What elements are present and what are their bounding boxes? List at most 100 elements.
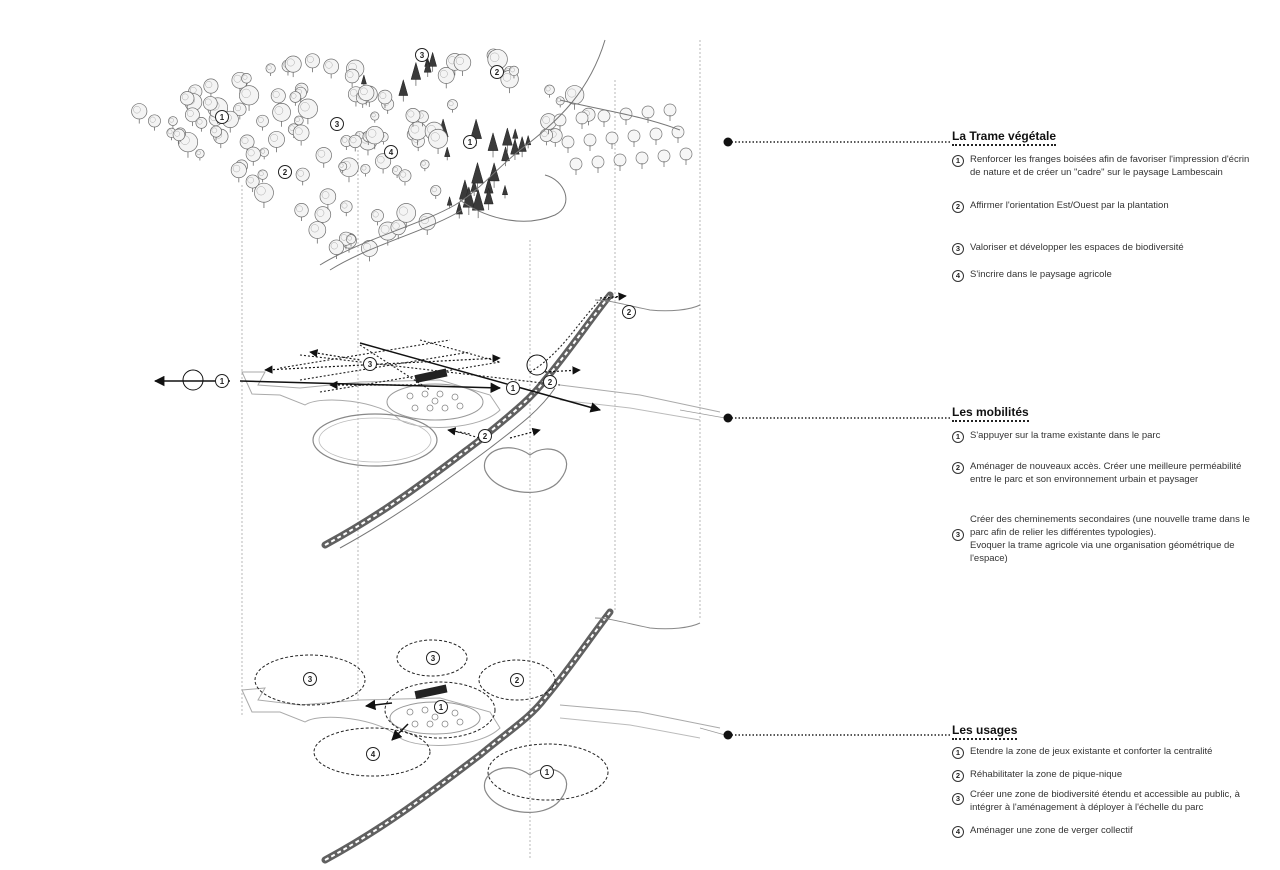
item-number: 3 (952, 243, 964, 255)
marker-mobilities: 1 (215, 374, 229, 388)
marker-vegetation: 2 (490, 65, 504, 79)
item-text: Aménager une zone de verger collectif (970, 825, 1133, 836)
legend-item: 3 Valoriser et développer les espaces de… (952, 241, 1257, 255)
picnic-table (411, 720, 419, 728)
marker-mobilities: 2 (622, 305, 636, 319)
svg-text:1: 1 (439, 703, 444, 712)
diagram-markers: 1 1 2 2 3 3 4 1 1 2 2 2 3 1 1 2 3 3 4 (215, 48, 636, 779)
layer-usages (241, 608, 721, 864)
legend-item: 4 Aménager une zone de verger collectif (952, 824, 1257, 838)
item-text: Valoriser et développer les espaces de b… (970, 242, 1184, 253)
marker-mobilities: 3 (363, 357, 377, 371)
item-text: Renforcer les franges boisées afin de fa… (970, 154, 1250, 178)
picnic-table (421, 706, 429, 714)
svg-text:2: 2 (495, 68, 500, 77)
picnic-table (451, 393, 459, 401)
alignment-lines (241, 40, 701, 860)
svg-text:2: 2 (515, 676, 520, 685)
marker-usages: 3 (303, 672, 317, 686)
marker-usages: 2 (510, 673, 524, 687)
legend-item: 4 S'incrire dans le paysage agricole (952, 268, 1257, 282)
item-number: 3 (952, 793, 964, 805)
picnic-table (456, 718, 464, 726)
marker-mobilities: 2 (478, 429, 492, 443)
svg-text:1: 1 (220, 377, 225, 386)
marker-vegetation: 2 (278, 165, 292, 179)
legend-item: 1 Etendre la zone de jeux existante et c… (952, 745, 1257, 759)
layer-vegetation (131, 39, 693, 271)
item-number: 1 (952, 747, 964, 759)
marker-vegetation: 3 (415, 48, 429, 62)
item-number: 1 (952, 431, 964, 443)
picnic-table (436, 390, 444, 398)
legend-title: La Trame végétale (952, 129, 1057, 146)
paths-vegetation (319, 39, 681, 271)
picnic-table (426, 404, 434, 412)
svg-text:4: 4 (389, 148, 394, 157)
svg-text:2: 2 (283, 168, 288, 177)
item-text: S'incrire dans le paysage agricole (970, 269, 1112, 280)
picnic-table (441, 720, 449, 728)
picnic-table (441, 404, 449, 412)
picnic-table (451, 709, 459, 717)
legend-usages: Les usages 1 Etendre la zone de jeux exi… (952, 721, 1257, 838)
svg-text:1: 1 (220, 113, 225, 122)
tree-canopy (131, 48, 693, 262)
legend-item: 2 Réhabilitater la zone de pique-nique (952, 768, 1257, 782)
legend-item: 2 Aménager de nouveaux accès. Créer une … (952, 460, 1257, 486)
picnic-table (411, 404, 419, 412)
picnic-pods (406, 390, 464, 412)
svg-text:1: 1 (468, 138, 473, 147)
item-number: 2 (952, 770, 964, 782)
marker-usages: 4 (366, 747, 380, 761)
item-number: 2 (952, 201, 964, 213)
item-number: 2 (952, 462, 964, 474)
legend-mobilities: Les mobilités 1 S'appuyer sur la trame e… (952, 403, 1257, 564)
legend-item: 1 Renforcer les franges boisées afin de … (952, 153, 1257, 179)
legend-leaders (679, 137, 952, 740)
svg-text:2: 2 (627, 308, 632, 317)
picnic-table (456, 402, 464, 410)
picnic-table (431, 397, 439, 405)
svg-text:3: 3 (420, 51, 425, 60)
svg-text:2: 2 (483, 432, 488, 441)
legend-item: 3 Créer une zone de biodiversité étendu … (952, 788, 1257, 814)
marker-vegetation: 3 (330, 117, 344, 131)
item-number: 1 (952, 155, 964, 167)
svg-text:3: 3 (368, 360, 373, 369)
marker-mobilities: 1 (506, 381, 520, 395)
item-text: Aménager de nouveaux accès. Créer une me… (970, 461, 1242, 485)
picnic-table (431, 713, 439, 721)
picnic-table (406, 708, 414, 716)
item-number: 4 (952, 270, 964, 282)
picnic-table (426, 720, 434, 728)
svg-text:3: 3 (335, 120, 340, 129)
item-text: Affirmer l'orientation Est/Ouest par la … (970, 200, 1169, 211)
legend-item: 2 Affirmer l'orientation Est/Ouest par l… (952, 199, 1257, 213)
svg-text:3: 3 (308, 675, 313, 684)
svg-text:1: 1 (511, 384, 516, 393)
svg-text:1: 1 (545, 768, 550, 777)
item-number: 4 (952, 826, 964, 838)
legend-item: 1 S'appuyer sur la trame existante dans … (952, 429, 1257, 443)
marker-usages: 3 (426, 651, 440, 665)
marker-vegetation: 1 (463, 135, 477, 149)
legend-title: Les usages (952, 723, 1018, 740)
item-text: Créer des cheminements secondaires (une … (970, 514, 1250, 564)
legend-title: Les mobilités (952, 405, 1029, 422)
marker-usages: 1 (540, 765, 554, 779)
marker-vegetation: 1 (215, 110, 229, 124)
item-text: S'appuyer sur la trame existante dans le… (970, 430, 1161, 441)
svg-text:3: 3 (431, 654, 436, 663)
item-text: Créer une zone de biodiversité étendu et… (970, 789, 1240, 813)
marker-mobilities: 2 (543, 375, 557, 389)
marker-usages: 1 (434, 700, 448, 714)
legend-vegetation: La Trame végétale 1 Renforcer les frange… (952, 127, 1257, 282)
item-number: 3 (952, 529, 964, 541)
layer-mobilities (153, 291, 721, 549)
picnic-table (421, 390, 429, 398)
svg-text:4: 4 (371, 750, 376, 759)
svg-text:2: 2 (548, 378, 553, 387)
legend-item: 3 Créer des cheminements secondaires (un… (952, 513, 1257, 565)
